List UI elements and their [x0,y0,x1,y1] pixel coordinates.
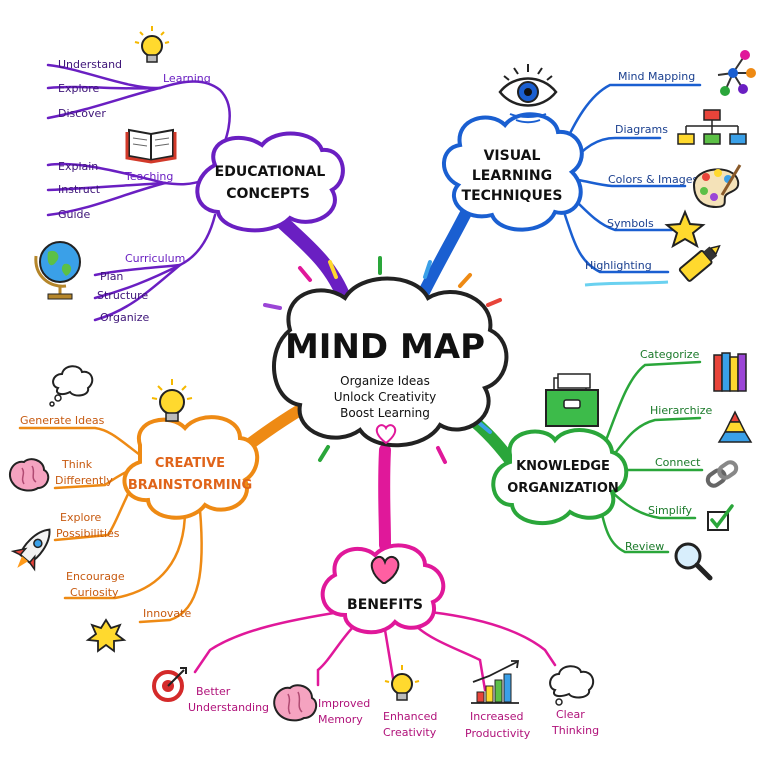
discover-label: Discover [58,107,106,120]
creativity-label: Creativity [383,726,437,739]
connector-educational [268,208,352,307]
visual-title-line1: VISUAL [484,148,541,164]
network-icon [717,50,756,96]
educational-title-line1: EDUCATIONAL [215,164,326,180]
better-label: Better [196,685,231,698]
increased-label: Increased [470,710,524,723]
lightbulb-icon [134,26,170,63]
chain-link-icon [705,460,739,488]
center-node-cloud [272,276,509,448]
thought-cloud-icon [549,665,595,706]
explore-possibilities-label-2: Possibilities [56,527,120,540]
creative-title-line1: CREATIVE [155,456,225,471]
connect-label: Connect [655,456,701,469]
learning-label: Learning [163,72,211,85]
benefits-node-cloud [320,543,446,635]
explore-label: Explore [58,82,100,95]
knowledge-title-line1: KNOWLEDGE [516,459,610,474]
bar-chart-icon [471,660,520,704]
star-icon [664,209,706,249]
benefits-branch [193,610,557,692]
rocket-icon [10,528,51,572]
organize-label: Organize [100,311,150,324]
encourage-curiosity-label-2: Curiosity [70,586,119,599]
highlight-underline [584,280,669,287]
guide-label: Guide [58,208,91,221]
heart-icon [375,424,397,445]
review-label: Review [625,540,664,553]
clear-label: Clear [556,708,585,721]
educational-node-cloud [195,131,345,233]
highlighting-label: Highlighting [585,259,652,272]
lightbulb-icon [151,379,193,422]
explain-label: Explain [58,160,98,173]
magnifier-icon [674,542,713,581]
productivity-label: Productivity [465,727,531,740]
knowledge-title-line2: ORGANIZATION [507,481,619,496]
pyramid-icon [717,410,753,443]
center-line-3: Boost Learning [340,406,430,420]
creative-title-line2: BRAINSTORMING [128,478,252,493]
benefits-title: BENEFITS [347,597,423,613]
thought-cloud-icon [49,365,94,407]
palette-icon [692,164,742,209]
center-title: MIND MAP [285,327,485,367]
structure-label: Structure [97,289,148,302]
think-label: Think [61,458,93,471]
generate-ideas-label: Generate Ideas [20,414,105,427]
heart-icon [370,555,400,584]
hierarchize-label: Hierarchize [650,404,712,417]
educational-title-line2: CONCEPTS [226,186,310,202]
book-icon [125,128,177,164]
thinking-label: Thinking [551,724,599,737]
visual-title-line2: LEARNING [472,168,552,184]
understand-label: Understand [58,58,122,71]
teaching-label: Teaching [124,170,173,183]
innovate-label: Innovate [143,607,191,620]
improved-label: Improved [318,697,370,710]
curriculum-label: Curriculum [125,252,185,265]
symbols-label: Symbols [607,217,654,230]
colors-images-label: Colors & Images [608,173,698,186]
folder-box-icon [545,373,599,427]
understanding-label: Understanding [188,701,269,714]
eye-icon [498,64,558,124]
books-icon [713,352,747,392]
visual-node-cloud [442,112,584,232]
creative-node-cloud [122,415,260,520]
enhanced-label: Enhanced [383,710,437,723]
connector-benefits [378,444,391,551]
memory-label: Memory [318,713,363,726]
explore-possibilities-label-1: Explore [60,511,102,524]
brain-icon [273,684,318,722]
flowchart-icon [677,109,747,145]
knowledge-node-cloud [491,428,629,526]
diagrams-label: Diagrams [615,123,668,136]
center-rays [263,256,502,464]
burst-icon [85,618,127,653]
brain-icon [8,458,50,492]
categorize-label: Categorize [640,348,700,361]
plan-label: Plan [100,270,123,283]
instruct-label: Instruct [58,183,101,196]
checkbox-icon [707,504,734,531]
center-line-2: Unlock Creativity [334,390,437,404]
target-icon [152,667,187,702]
encourage-curiosity-label-1: Encourage [66,570,125,583]
mind-mapping-label: Mind Mapping [618,70,695,83]
highlighter-icon [678,244,721,282]
center-line-1: Organize Ideas [340,374,430,388]
simplify-label: Simplify [648,504,693,517]
lightbulb-icon [384,665,420,701]
visual-title-line3: TECHNIQUES [462,188,563,204]
differently-label: Differently [55,474,113,487]
globe-icon [34,241,81,300]
